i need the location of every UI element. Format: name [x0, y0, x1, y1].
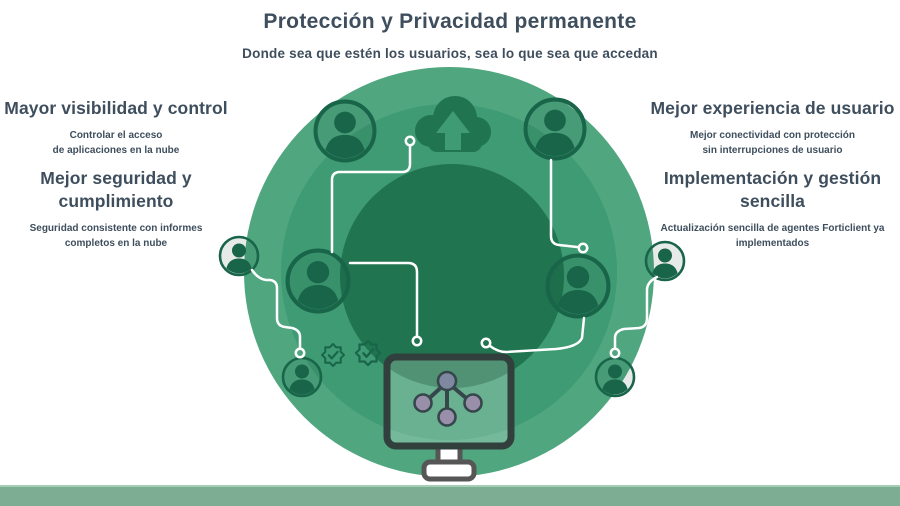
- benefit-deployment-subtext: Actualización sencilla de agentes Fortic…: [645, 222, 900, 251]
- benefit-experience-heading: Mejor experiencia de usuario: [645, 97, 900, 120]
- page-subtitle: Donde sea que estén los usuarios, sea lo…: [242, 46, 658, 61]
- benefit-deployment-heading: Implementación y gestión sencilla: [645, 167, 900, 213]
- user-avatar-icon-bottom-right: [596, 358, 634, 397]
- subtext-line: implementados: [735, 237, 810, 249]
- benefit-security-subtext: Seguridad consistente con informes compl…: [0, 222, 232, 251]
- subtext-line: de aplicaciones en la nube: [52, 144, 180, 156]
- circuit-connectors: [250, 135, 659, 359]
- connector-monitor-to-midright: [488, 316, 586, 354]
- benefit-visibility-heading: Mayor visibilidad y control: [0, 97, 232, 120]
- heading-line: Mejor seguridad y: [40, 168, 192, 188]
- subtext-line: completos en la nube: [64, 237, 168, 249]
- benefit-security-heading: Mejor seguridad y cumplimiento: [0, 167, 232, 213]
- heading-line: cumplimiento: [58, 191, 174, 212]
- heading-line: Mejor experiencia de usuario: [650, 98, 895, 118]
- heading-line: Implementación y gestión: [663, 168, 882, 188]
- network-nodes: [413, 370, 483, 427]
- connector-midleft-to-monitor: [348, 261, 419, 338]
- center-circle: [340, 164, 564, 388]
- upload-arrow: [436, 111, 470, 150]
- page-title: Protección y Privacidad permanente: [263, 10, 637, 33]
- benefit-visibility: Mayor visibilidad y control Controlar el…: [0, 97, 232, 158]
- subtext-line: Actualización sencilla de agentes Fortic…: [660, 223, 885, 235]
- benefit-visibility-subtext: Controlar el acceso de aplicaciones en l…: [0, 129, 232, 158]
- user-avatar-icon-top-left: [316, 102, 375, 162]
- connector-farright-chain: [613, 275, 659, 350]
- benefit-security: Mejor seguridad y cumplimiento Seguridad…: [0, 167, 232, 251]
- subtext-line: sin interrupciones de usuario: [702, 144, 843, 156]
- benefit-deployment: Implementación y gestión sencilla Actual…: [645, 167, 900, 251]
- bottom-bar: [0, 485, 900, 506]
- user-avatar-icon-top-right: [526, 100, 585, 160]
- user-avatar-icon-mid-left: [288, 251, 349, 313]
- heading-line: sencilla: [739, 191, 805, 212]
- monitor-network-icon: [383, 353, 515, 482]
- heading-line: Mayor visibilidad y control: [4, 98, 228, 118]
- connector-farleft-chain: [250, 268, 302, 350]
- benefit-experience: Mejor experiencia de usuario Mejor conec…: [645, 97, 900, 158]
- subtext-line: Mejor conectividad con protección: [689, 130, 856, 142]
- user-avatar-icon-bottom-left: [283, 358, 321, 397]
- subtext-line: Seguridad consistente con informes: [29, 223, 203, 235]
- benefit-experience-subtext: Mejor conectividad con protección sin in…: [645, 129, 900, 158]
- subtext-line: Controlar el acceso: [69, 130, 163, 142]
- user-avatar-icon-mid-right: [548, 256, 609, 318]
- connector-topright-down: [549, 158, 579, 249]
- cloud-upload-icon: [415, 96, 491, 152]
- monitor-stand-base: [421, 459, 477, 482]
- connector-cloud-to-midleft: [330, 144, 412, 254]
